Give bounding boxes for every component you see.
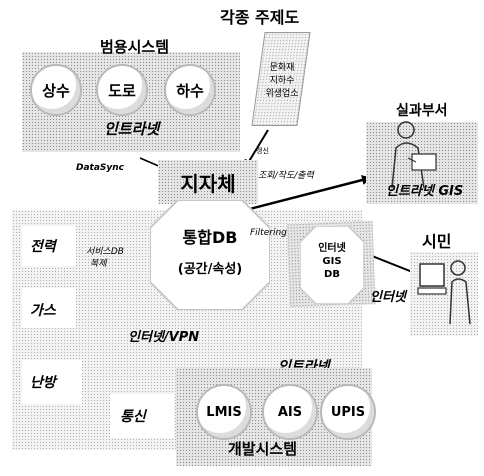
thematic-doc-text: 문화재 지하수 위생업소 xyxy=(262,46,302,116)
sewer-circle: 하수 xyxy=(164,64,216,116)
telecom-label: 통신 xyxy=(120,406,146,426)
upis-circle: UPIS xyxy=(320,384,376,440)
internet-gis-db-line2: GIS xyxy=(322,255,341,268)
lmis-circle: LMIS xyxy=(196,384,252,440)
road-circle: 도로 xyxy=(96,64,148,116)
top-title: 각종 주제도 xyxy=(220,4,299,28)
integrated-db-sub: (공간/속성) xyxy=(150,258,270,277)
query-output-label: 조회/작도/출력 xyxy=(258,168,314,181)
integrated-db-shape xyxy=(150,200,270,310)
dev-systems-title: 개발시스템 xyxy=(228,438,297,459)
power-label: 전력 xyxy=(30,236,56,256)
datasync-label: DataSync xyxy=(76,163,124,173)
heating-label: 난방 xyxy=(30,372,56,392)
thematic-item-groundwater: 지하수 xyxy=(270,75,295,88)
thematic-item-sanitation: 위생업소 xyxy=(265,88,298,101)
service-db-line1: 서비스DB xyxy=(86,246,124,258)
internet-vpn-label: 인터넷/VPN xyxy=(128,326,199,345)
ais-label: AIS xyxy=(278,405,302,420)
internet-gis-db-line3: DB xyxy=(324,268,340,281)
water-supply-label: 상수 xyxy=(42,80,70,101)
general-intranet-label: 인트라넷 xyxy=(104,118,159,139)
dept-label: 인트라넷 GIS xyxy=(386,180,463,199)
thematic-item-heritage: 문화재 xyxy=(270,62,295,75)
citizen-figure-icon xyxy=(416,254,476,334)
sewer-label: 하수 xyxy=(176,80,204,101)
citizen-label: 인터넷 xyxy=(370,286,406,305)
upis-label: UPIS xyxy=(331,405,365,420)
sync-small-label: 갱신 xyxy=(256,146,269,156)
local-gov-label: 지자체 xyxy=(158,160,258,204)
water-supply-circle: 상수 xyxy=(30,64,82,116)
ais-circle: AIS xyxy=(262,384,318,440)
citizen-title: 시민 xyxy=(422,228,451,252)
internet-gis-db-line1: 인터넷 xyxy=(318,242,346,255)
gas-label: 가스 xyxy=(30,300,56,320)
lmis-label: LMIS xyxy=(206,405,241,420)
internet-gis-db-text: 인터넷 GIS DB xyxy=(300,242,364,281)
road-label: 도로 xyxy=(108,80,136,101)
service-db-line2: 복제 xyxy=(86,258,124,270)
service-db-label: 서비스DB 복제 xyxy=(86,246,124,270)
filtering-label: Filtering xyxy=(250,228,287,238)
general-systems-title: 범용시스템 xyxy=(100,36,169,57)
dept-title: 실과부서 xyxy=(396,100,448,120)
